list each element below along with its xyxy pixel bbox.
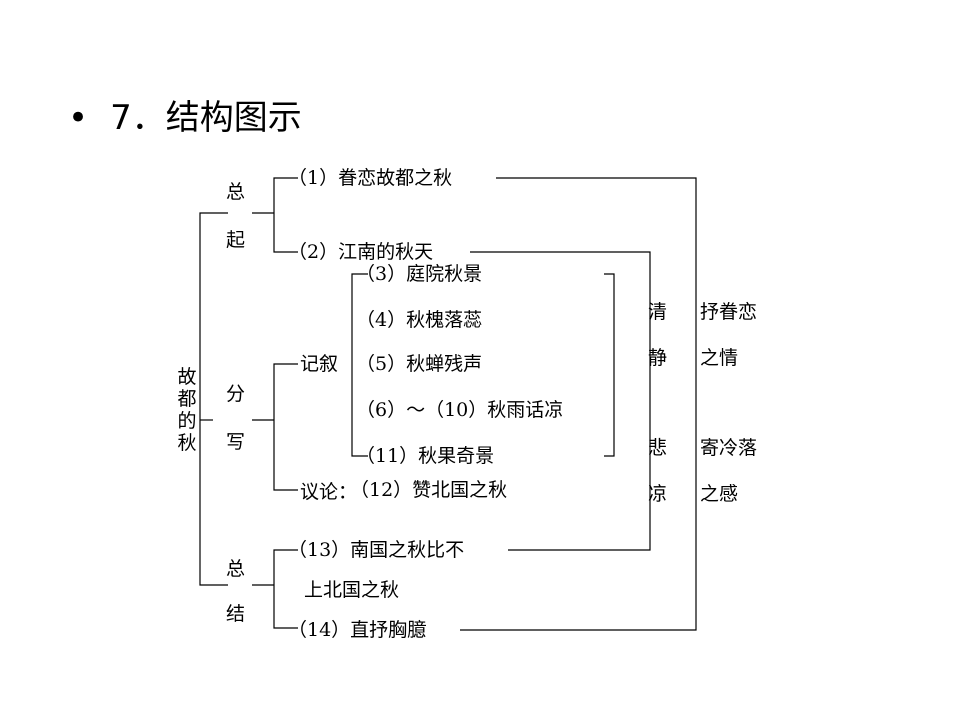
root-bracket (199, 212, 228, 586)
item-p13-line2: 上北国之秋 (304, 579, 400, 601)
scenes-bracket (604, 273, 615, 457)
body-bracket (273, 363, 298, 491)
narration-bracket (351, 273, 368, 457)
item-p5: （5）秋蝉残声 (356, 353, 483, 375)
feeling-1-line1: 抒眷恋 (700, 301, 758, 323)
mood-bei: 悲 (648, 437, 668, 459)
closing-bracket (273, 549, 298, 629)
item-p14: （14）直抒胸臆 (288, 619, 427, 641)
opening-bracket (273, 177, 298, 253)
item-p11: （11）秋果奇景 (356, 445, 495, 467)
opening-char-1: 总 (226, 181, 246, 203)
closing-char-1: 总 (226, 558, 246, 580)
title-bullet: • (68, 98, 89, 138)
feeling-2-line1: 寄冷落 (700, 437, 758, 459)
mood-qing: 清 (648, 301, 668, 323)
narration-label: 记叙 (300, 353, 339, 375)
discussion-label: 议论： (300, 481, 358, 503)
mood-jing: 静 (648, 347, 668, 369)
item-p1: （1）眷恋故都之秋 (288, 167, 453, 189)
item-p3: （3）庭院秋景 (356, 263, 483, 285)
item-p13-line1: （13）南国之秋比不 (288, 539, 465, 561)
body-char-2: 写 (226, 431, 246, 453)
item-p6-10: （6）～（10）秋雨话凉 (356, 399, 564, 421)
p2-p13-loop (470, 251, 651, 551)
body-char-1: 分 (226, 383, 246, 405)
opening-char-2: 起 (226, 229, 246, 251)
closing-char-2: 结 (226, 603, 246, 625)
item-p4: （4）秋槐落蕊 (356, 309, 483, 331)
page-title: • 7．结构图示 (68, 96, 302, 140)
item-p12: （12）赞北国之秋 (350, 479, 508, 501)
item-p2: （2）江南的秋天 (288, 241, 434, 263)
title-text: 7．结构图示 (110, 98, 302, 138)
root-label: 故都的秋 (177, 366, 197, 454)
mood-liang: 凉 (648, 483, 668, 505)
p1-p14-loop (460, 177, 697, 631)
feeling-2-line2: 之感 (700, 483, 739, 505)
feeling-1-line2: 之情 (700, 347, 739, 369)
